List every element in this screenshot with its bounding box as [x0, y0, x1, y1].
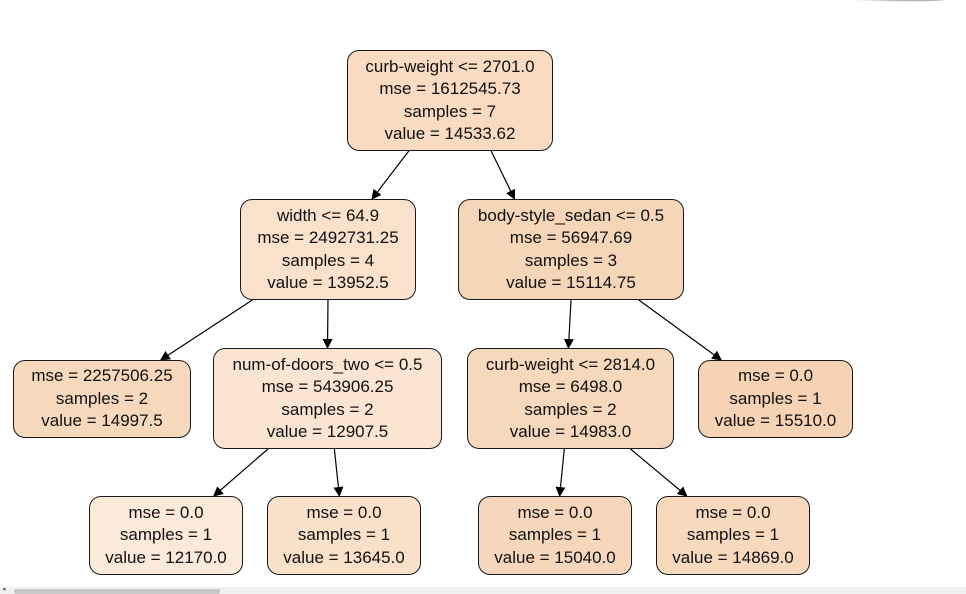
node-mse: mse = 1612545.73 — [379, 79, 521, 98]
tree-edge-arrow — [322, 299, 333, 349]
node-mse: mse = 0.0 — [695, 502, 771, 522]
node-split-rule: width <= 64.9 — [276, 205, 380, 225]
node-value: value = 14983.0 — [509, 422, 632, 441]
node-samples: samples = 1 — [729, 388, 822, 408]
tree-node-curb-weight-split: curb-weight <= 2814.0 mse = 6498.0 sampl… — [467, 348, 674, 449]
node-value: value = 13952.5 — [267, 273, 389, 292]
node-value: value = 12907.5 — [266, 422, 389, 441]
node-mse: mse = 0.0 — [737, 366, 814, 386]
node-value: value = 15040.0 — [494, 547, 616, 567]
node-split-rule: num-of-doors_two <= 0.5 — [232, 354, 423, 374]
tree-leaf: mse = 0.0 samples = 1 value = 15510.0 — [698, 360, 853, 438]
tree-edge-arrow — [638, 299, 723, 361]
node-split-rule: curb-weight <= 2814.0 — [485, 354, 656, 374]
node-mse: mse = 6498.0 — [518, 377, 623, 396]
node-samples: samples = 2 — [55, 388, 149, 408]
node-mse: mse = 2257506.25 — [31, 366, 173, 386]
node-mse: mse = 0.0 — [306, 502, 382, 522]
node-value: value = 14869.0 — [672, 547, 794, 567]
node-mse: mse = 56947.69 — [509, 228, 633, 247]
node-samples: samples = 1 — [508, 525, 602, 545]
node-samples: samples = 3 — [524, 250, 618, 270]
node-samples: samples = 7 — [403, 101, 497, 121]
node-mse: mse = 543906.25 — [261, 377, 394, 396]
tree-edge-arrow — [563, 299, 574, 349]
tree-node-root: curb-weight <= 2701.0 mse = 1612545.73 s… — [347, 50, 553, 151]
node-value: value = 13645.0 — [283, 547, 405, 567]
tree-leaf: mse = 2257506.25 samples = 2 value = 149… — [13, 360, 191, 438]
tree-leaf: mse = 0.0 samples = 1 value = 15040.0 — [478, 496, 632, 575]
node-split-rule: curb-weight <= 2701.0 — [365, 56, 535, 76]
corner-shadow — [842, 0, 952, 2]
scrollbar-thumb[interactable] — [14, 589, 220, 594]
node-value: value = 14997.5 — [41, 411, 163, 431]
tree-edge-arrow — [212, 448, 269, 497]
node-value: value = 15510.0 — [714, 411, 837, 431]
node-samples: samples = 4 — [281, 250, 375, 270]
tree-edge-arrow — [555, 448, 566, 497]
tree-node-body-style-split: body-style_sedan <= 0.5 mse = 56947.69 s… — [458, 199, 684, 300]
tree-edge-arrow — [371, 150, 410, 200]
node-split-rule: body-style_sedan <= 0.5 — [477, 205, 665, 225]
node-value: value = 12170.0 — [105, 547, 227, 567]
tree-leaf: mse = 0.0 samples = 1 value = 14869.0 — [656, 496, 810, 575]
tree-leaf: mse = 0.0 samples = 1 value = 13645.0 — [267, 496, 421, 575]
node-samples: samples = 2 — [524, 399, 617, 419]
tree-edge-arrow — [630, 448, 688, 497]
node-mse: mse = 2492731.25 — [257, 228, 399, 247]
tree-leaf: mse = 0.0 samples = 1 value = 12170.0 — [89, 496, 243, 575]
node-samples: samples = 2 — [281, 399, 374, 419]
node-samples: samples = 1 — [686, 525, 780, 545]
node-value: value = 14533.62 — [384, 124, 516, 143]
scroll-left-arrow-icon[interactable]: ◂ — [2, 586, 6, 593]
horizontal-scrollbar[interactable] — [0, 587, 966, 594]
node-samples: samples = 1 — [297, 525, 391, 545]
node-samples: samples = 1 — [119, 525, 213, 545]
node-mse: mse = 0.0 — [517, 502, 593, 522]
tree-node-width-split: width <= 64.9 mse = 2492731.25 samples =… — [240, 199, 416, 300]
tree-node-doors-split: num-of-doors_two <= 0.5 mse = 543906.25 … — [213, 348, 442, 449]
tree-edge-arrow — [159, 299, 253, 361]
tree-edge-arrow — [333, 448, 344, 497]
tree-edge-arrow — [490, 150, 516, 200]
node-mse: mse = 0.0 — [128, 502, 204, 522]
node-value: value = 15114.75 — [506, 273, 636, 292]
